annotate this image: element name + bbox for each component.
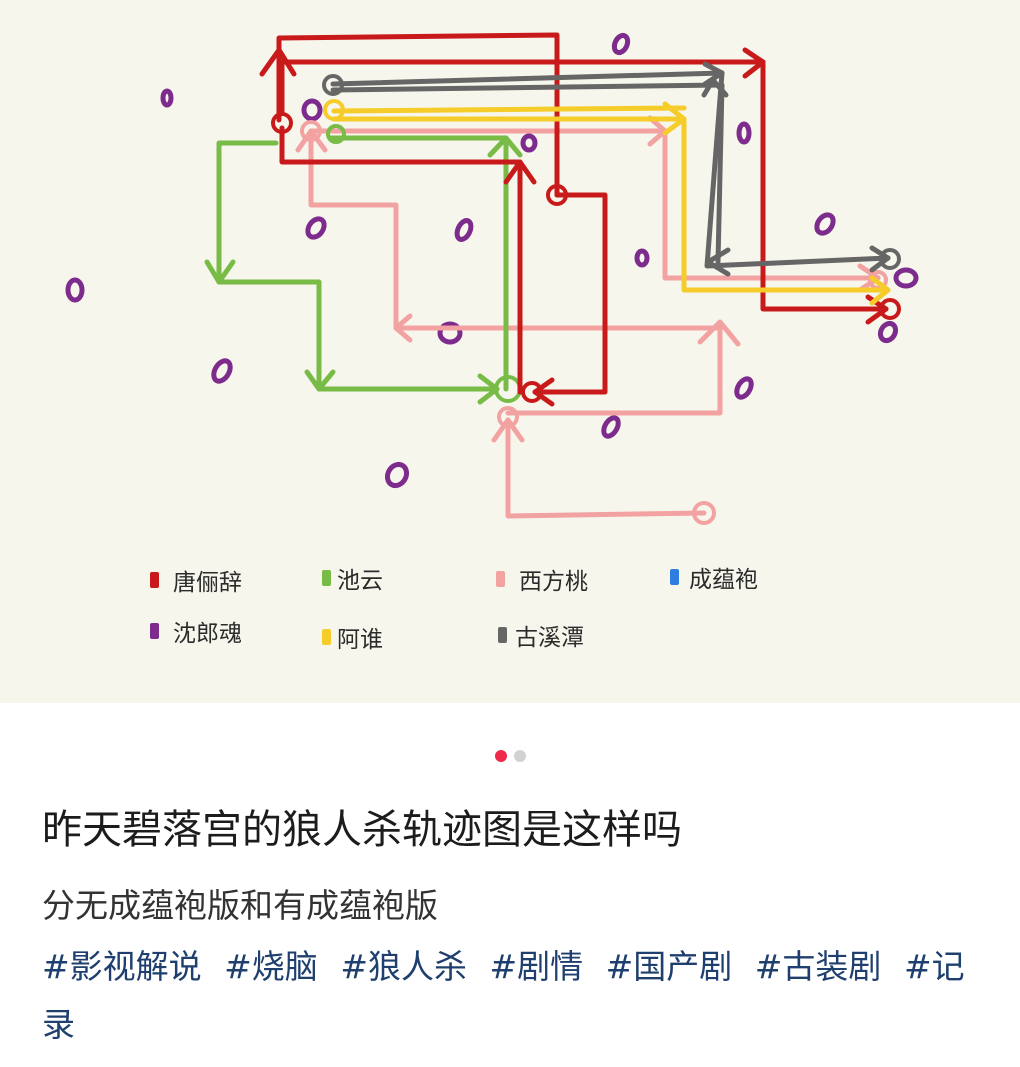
post-description: 分无成蕴袍版和有成蕴袍版: [42, 886, 438, 925]
mark: [520, 133, 538, 153]
mark: [301, 98, 323, 122]
legend-label: 西方桃: [519, 569, 588, 595]
legend-swatch: [496, 571, 505, 587]
hashtag-link[interactable]: #狼人杀: [340, 947, 467, 986]
legend-item: 沈郎魂: [150, 616, 242, 647]
legend-item: 池云: [322, 563, 383, 594]
mark: [734, 376, 754, 400]
carousel-dot-active[interactable]: [494, 750, 507, 762]
legend-label: 沈郎魂: [173, 621, 242, 647]
mark: [65, 277, 85, 303]
legend-item: 阿谁: [322, 622, 383, 653]
legend-label: 阿谁: [337, 627, 383, 653]
path-green: [204, 124, 523, 405]
mark: [877, 320, 899, 344]
mark: [601, 415, 621, 439]
mark: [454, 218, 474, 242]
post-image[interactable]: 唐俪辞 池云 西方桃 成蕴袍 沈郎魂 阿谁 古溪潭: [0, 0, 1020, 703]
legend-label: 池云: [337, 568, 383, 594]
legend-swatch: [670, 569, 679, 585]
mark: [305, 216, 327, 240]
scattered-marks: [65, 32, 919, 489]
legend-label: 成蕴袍: [689, 567, 758, 593]
trajectory-diagram: [65, 32, 919, 525]
post-title: 昨天碧落宫的狼人杀轨迹图是这样吗: [42, 807, 682, 853]
hashtag-link[interactable]: #剧情: [489, 947, 584, 986]
hashtag-link[interactable]: #影视解说: [42, 947, 202, 986]
mark: [211, 358, 233, 384]
mark: [611, 32, 631, 56]
legend-swatch: [498, 627, 507, 643]
hashtag-link[interactable]: #古装剧: [754, 947, 882, 986]
legend-label: 古溪潭: [515, 625, 584, 651]
legend-label: 唐俪辞: [173, 570, 242, 596]
hashtag-link[interactable]: #国产剧: [605, 947, 733, 986]
mark: [736, 121, 752, 145]
legend-item: 成蕴袍: [670, 562, 758, 593]
hashtag-link[interactable]: #烧脑: [224, 947, 318, 986]
mark: [437, 321, 463, 345]
legend-item: 唐俪辞: [150, 565, 242, 596]
hashtag-link[interactable]: #记录: [42, 947, 965, 1044]
path-gray: [322, 61, 901, 277]
mark: [384, 461, 410, 489]
mark: [893, 267, 919, 289]
legend-item: 古溪潭: [498, 620, 584, 651]
legend-item: 西方桃: [496, 564, 588, 595]
mark: [160, 88, 174, 108]
mark: [814, 212, 836, 236]
legend-swatch: [322, 629, 331, 645]
path-pink: [295, 115, 888, 525]
post-tags: #影视解说 #烧脑 #狼人杀 #剧情 #国产剧 #古装剧 #记录: [42, 938, 992, 1054]
legend-swatch: [150, 623, 159, 639]
carousel-indicator: [0, 750, 1020, 762]
mark: [634, 248, 650, 268]
legend-swatch: [322, 570, 331, 586]
carousel-dot[interactable]: [513, 750, 526, 762]
legend-swatch: [150, 572, 159, 588]
path-yellow: [323, 99, 891, 306]
path-red: [259, 32, 901, 407]
